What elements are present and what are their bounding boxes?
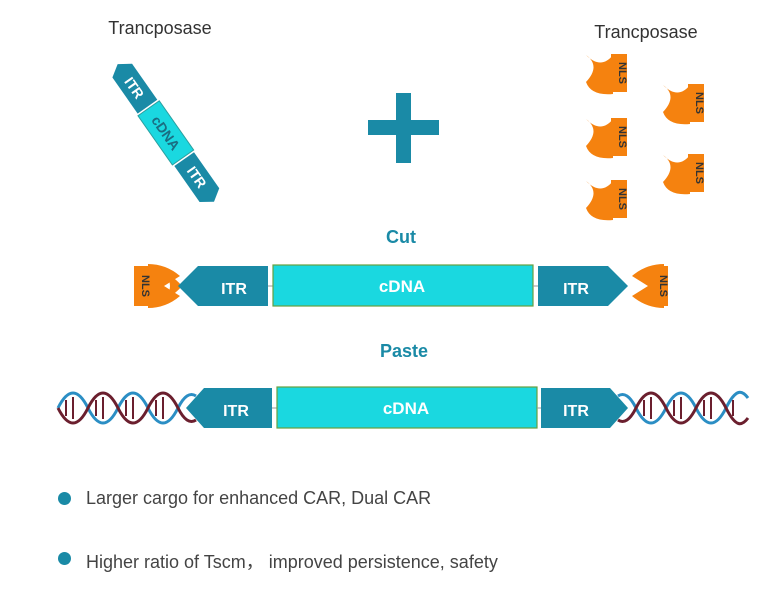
svg-text:NLS: NLS (616, 188, 628, 210)
svg-text:NLS: NLS (139, 275, 151, 297)
nls-protein-left: NLS (134, 264, 182, 308)
itr-left-cut (178, 266, 268, 306)
paste-label: Paste (380, 341, 428, 361)
paste-row: ITR cDNA ITR (56, 386, 750, 429)
itr-right-paste (541, 388, 628, 428)
itr-label-cut-1: ITR (221, 281, 247, 298)
itr-left-paste (186, 388, 272, 428)
dna-helix-icon (56, 391, 197, 425)
svg-text:NLS: NLS (693, 92, 705, 114)
transposase-nls-icon: NLS NLS NLS NLS NLS (586, 54, 705, 221)
itr-right-cut (538, 266, 628, 306)
itr-label-cut-2: ITR (563, 281, 589, 298)
transposase-right-label: Trancposase (594, 22, 697, 42)
plus-icon (368, 93, 439, 163)
itr-label-paste-2: ITR (563, 403, 589, 420)
cdna-diagonal (137, 100, 195, 166)
svg-text:NLS: NLS (693, 162, 705, 184)
svg-text:NLS: NLS (616, 62, 628, 84)
itr-label-paste-1: ITR (223, 403, 249, 420)
dna-helix-icon (617, 390, 750, 426)
diagonal-transposon: ITR cDNA ITR (112, 63, 220, 203)
bullet-text: Larger cargo for enhanced CAR, Dual CAR (86, 488, 432, 508)
itr-right-diagonal (174, 152, 220, 203)
svg-text:NLS: NLS (616, 126, 628, 148)
cdna-label-paste: cDNA (383, 399, 429, 418)
bullet-text: Higher ratio of Tscm， improved persisten… (86, 552, 498, 572)
cdna-label-cut: cDNA (379, 277, 425, 296)
cut-label: Cut (386, 227, 416, 247)
bullet-dot-icon (58, 492, 71, 505)
cut-row: NLS ITR cDNA ITR NLS (134, 264, 669, 308)
svg-text:NLS: NLS (657, 275, 669, 297)
itr-left-diagonal (112, 63, 158, 114)
nls-protein-right: NLS (632, 264, 669, 308)
cdna-cut (272, 264, 534, 307)
transposase-left-label: Trancposase (108, 18, 211, 38)
bullet-dot-icon (58, 552, 71, 565)
